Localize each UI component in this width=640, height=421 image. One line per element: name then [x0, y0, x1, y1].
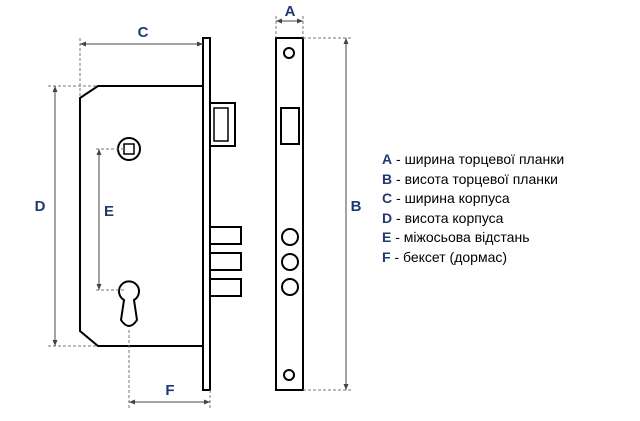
- legend-text: - бексет (дормас): [390, 248, 508, 265]
- legend-key: A: [382, 151, 393, 167]
- deadbolt-1: [209, 226, 242, 245]
- dimension-label-b: B: [351, 198, 362, 215]
- legend-text: - ширина корпуса: [392, 190, 510, 206]
- dimension-label-c: C: [138, 24, 149, 41]
- cylinder-keyhole: [118, 280, 140, 327]
- deadbolt-3: [209, 278, 242, 297]
- dimension-label-a: A: [285, 3, 296, 20]
- legend-text: - висота корпуса: [392, 209, 504, 226]
- lock-body-outline: [79, 85, 204, 347]
- legend-text: - ширина торцевої планки: [392, 151, 565, 167]
- spindle-square: [123, 143, 135, 155]
- legend-text: - міжосьова відстань: [391, 229, 530, 245]
- legend-item-d: D - висота корпуса: [382, 209, 564, 229]
- legend-item-c: C - ширина корпуса: [382, 189, 564, 209]
- legend-key: B: [382, 170, 393, 187]
- legend-item-b: B - висота торцевої планки: [382, 170, 564, 190]
- legend-key: D: [382, 209, 393, 226]
- legend-item-e: E - міжосьова відстань: [382, 228, 564, 248]
- latch-bolt: [209, 102, 236, 147]
- dimension-label-e: E: [104, 203, 114, 220]
- dimension-label-f: F: [165, 382, 174, 399]
- legend-item-a: A - ширина торцевої планки: [382, 150, 564, 170]
- dimension-legend: A - ширина торцевої планки B - висота то…: [382, 150, 564, 267]
- legend-key: F: [382, 248, 391, 265]
- dimension-label-d: D: [35, 198, 46, 215]
- faceplate-side: [202, 37, 211, 391]
- legend-text: - висота торцевої планки: [392, 170, 558, 187]
- legend-item-f: F - бексет (дормас): [382, 248, 564, 268]
- faceplate-front: [275, 37, 304, 391]
- legend-key: E: [382, 229, 392, 245]
- legend-key: C: [382, 190, 393, 206]
- deadbolt-2: [209, 252, 242, 271]
